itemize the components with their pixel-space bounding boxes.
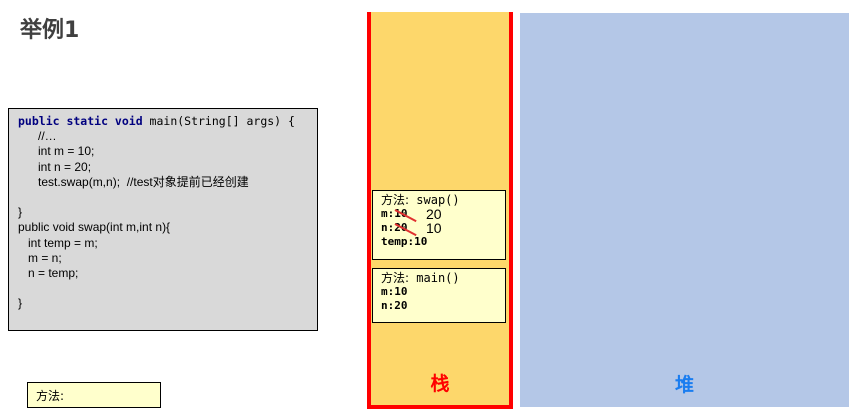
- var-name: m:: [381, 207, 395, 220]
- code-line: int temp = m;: [18, 235, 98, 250]
- code-line: n = temp;: [18, 265, 79, 280]
- frame-header: 方法: swap(): [381, 193, 505, 207]
- var-new-value: 20: [426, 206, 442, 222]
- frame-method-prefix: 方法:: [381, 193, 410, 207]
- var-name: m:: [381, 285, 395, 298]
- code-line: //…: [18, 129, 57, 144]
- stack-frame-main: 方法: main() m:10 n:20: [372, 268, 506, 323]
- code-line: [18, 281, 317, 296]
- code-keywords: public static void: [18, 114, 143, 128]
- code-line: }: [18, 205, 23, 220]
- frame-method-name: swap(): [409, 193, 460, 207]
- frame-method-name: main(): [409, 271, 460, 285]
- code-line: test.swap(m,n); //test对象提前已经创建: [18, 174, 249, 189]
- var-name: n:: [381, 221, 395, 234]
- frame-var-m: m:1020: [381, 206, 505, 223]
- code-text: main(String[] args) {: [142, 114, 295, 128]
- code-block: public static void main(String[] args) {…: [8, 108, 318, 331]
- method-label-box: 方法:: [27, 382, 161, 408]
- var-name: n:: [381, 299, 395, 312]
- code-line: public void swap(int m,int n){: [18, 220, 171, 235]
- stack-label: 栈: [430, 373, 450, 395]
- var-value: 20: [394, 299, 408, 312]
- frame-var-m: m:10: [381, 285, 505, 299]
- var-value: 10: [414, 235, 428, 248]
- stack-frame-swap: 方法: swap() m:1020 n:2010 temp:10: [372, 190, 506, 260]
- code-line: }: [18, 296, 23, 311]
- slide-title: 举例1: [20, 18, 80, 43]
- code-line: int m = 10;: [18, 144, 95, 159]
- code-line-main-signature: public static void main(String[] args) {: [18, 114, 317, 129]
- frame-var-n: n:2010: [381, 220, 505, 237]
- var-value: 10: [394, 285, 408, 298]
- frame-header: 方法: main(): [381, 271, 505, 285]
- frame-method-prefix: 方法:: [381, 271, 410, 285]
- var-new-value: 10: [426, 220, 442, 236]
- code-line: [18, 190, 317, 205]
- code-line: int n = 20;: [18, 159, 92, 174]
- code-line: m = n;: [18, 250, 62, 265]
- heap-region: 堆: [520, 13, 849, 407]
- var-name: temp:: [381, 235, 415, 248]
- frame-var-n: n:20: [381, 299, 505, 313]
- frame-var-temp: temp:10: [381, 235, 505, 249]
- heap-label: 堆: [674, 374, 694, 396]
